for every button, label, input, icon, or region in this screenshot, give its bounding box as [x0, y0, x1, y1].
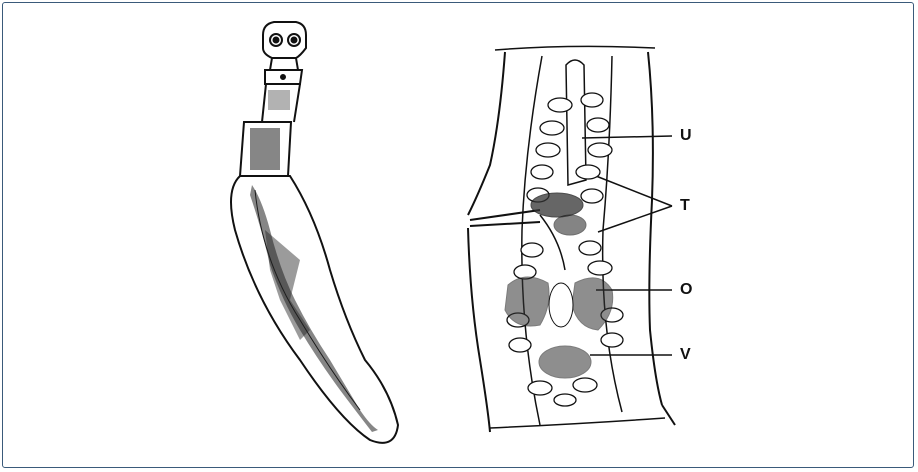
label-t: T [680, 198, 690, 214]
tapeworm-whole-body-illustration [231, 22, 398, 443]
label-o: O [680, 282, 692, 298]
label-v: V [680, 347, 691, 363]
label-u: U [680, 128, 692, 144]
